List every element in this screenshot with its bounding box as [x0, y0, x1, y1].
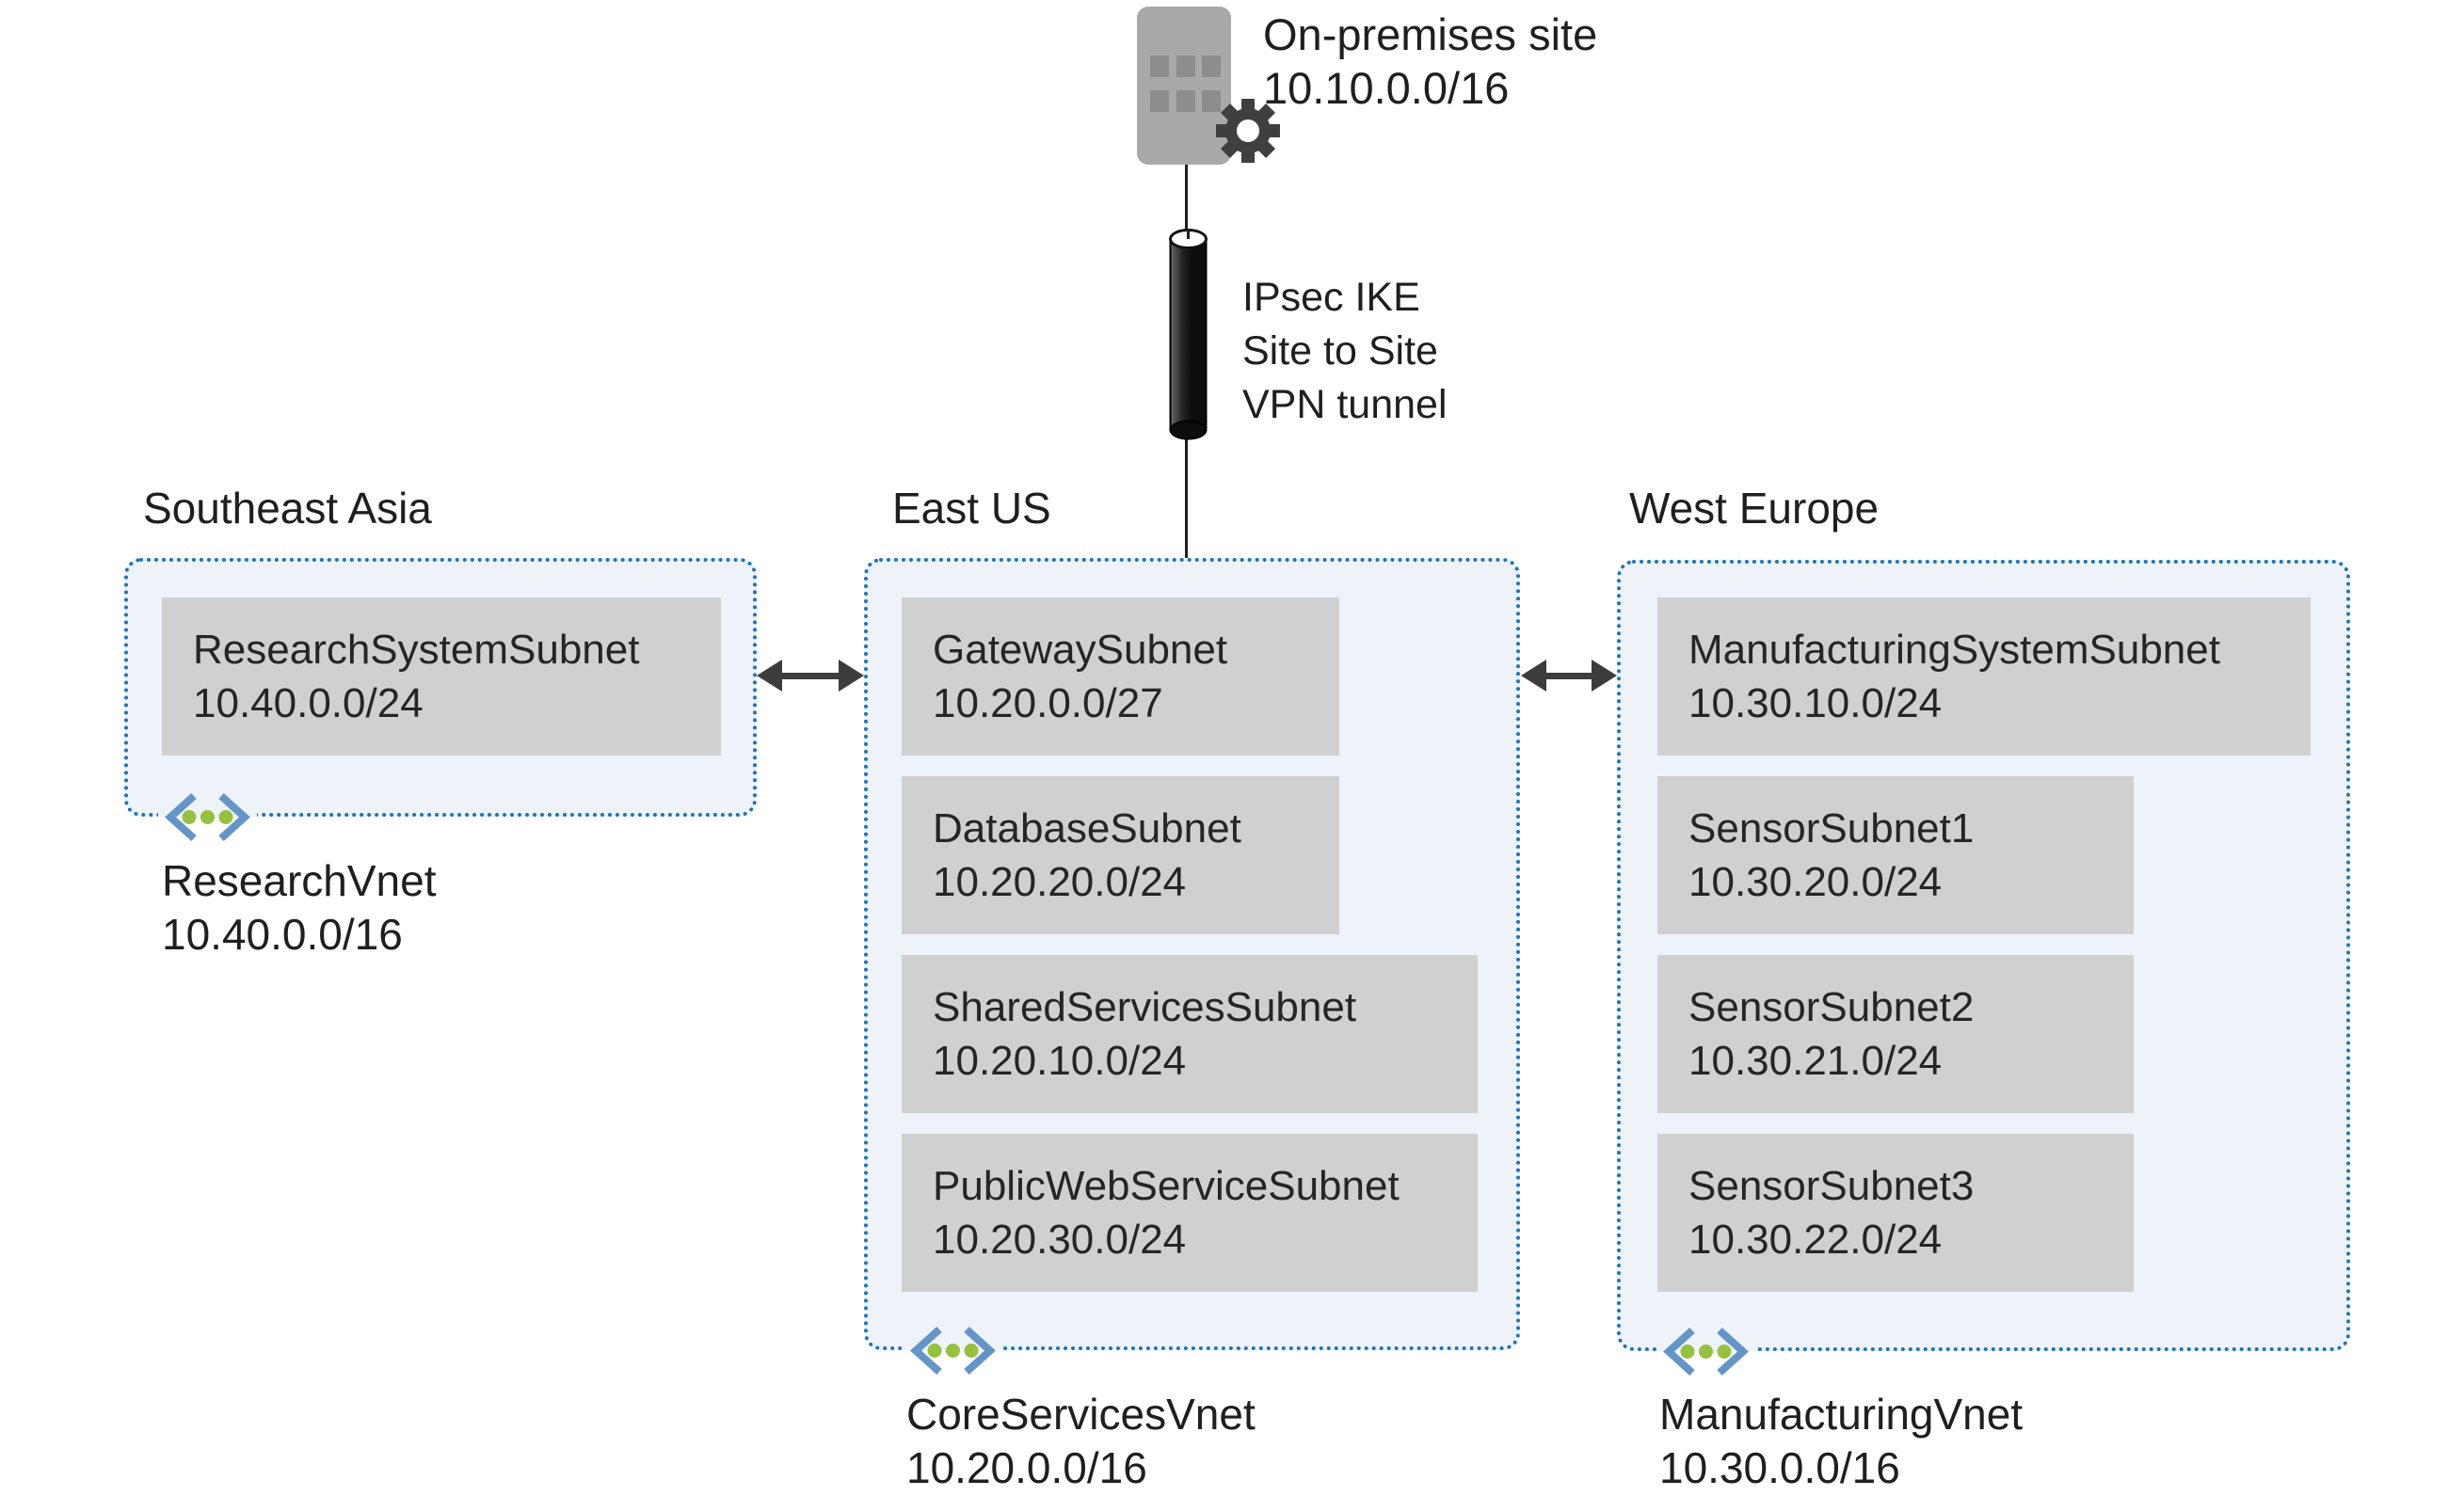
vnet-icon-core-services [904, 1326, 1002, 1376]
region-label-west-europe: West Europe [1629, 484, 1880, 533]
subnet-cidr: 10.30.10.0/24 [1688, 680, 1943, 726]
region-label-southeast-asia: Southeast Asia [143, 484, 432, 533]
on-premises-cidr: 10.10.0.0/16 [1263, 63, 1510, 113]
peering-arrow-sea-eastus [757, 660, 864, 692]
subnet-cidr: 10.30.21.0/24 [1688, 1038, 1943, 1084]
peering-arrow-eastus-westeurope [1521, 660, 1617, 692]
subnet-cidr: 10.20.10.0/24 [933, 1038, 1187, 1084]
tunnel-line-1: IPsec IKE [1242, 275, 1420, 320]
vnet-name: ResearchVnet [162, 856, 437, 905]
on-premises-caption: On-premises site 10.10.0.0/16 [1263, 8, 1597, 115]
subnet-manufacturing-system: ManufacturingSystemSubnet 10.30.10.0/24 [1657, 597, 2311, 756]
vpn-tunnel-caption: IPsec IKE Site to Site VPN tunnel [1242, 271, 1448, 432]
subnet-name: ResearchSystemSubnet [193, 627, 640, 673]
vnet-caption-core-services: CoreServicesVnet 10.20.0.0/16 [906, 1388, 1256, 1495]
subnet-research-system: ResearchSystemSubnet 10.40.0.0/24 [162, 597, 721, 756]
subnet-name: PublicWebServiceSubnet [933, 1163, 1400, 1209]
subnet-cidr: 10.40.0.0/24 [193, 680, 424, 726]
connector-line-top [1185, 165, 1188, 238]
subnet-database: DatabaseSubnet 10.20.20.0/24 [902, 776, 1339, 934]
subnet-sensor-1: SensorSubnet1 10.30.20.0/24 [1657, 776, 2134, 934]
tunnel-line-2: Site to Site [1242, 328, 1438, 374]
connector-line-bottom [1185, 435, 1188, 558]
region-label-east-us: East US [892, 484, 1051, 533]
vnet-caption-manufacturing: ManufacturingVnet 10.30.0.0/16 [1659, 1388, 2023, 1495]
subnet-gateway: GatewaySubnet 10.20.0.0/27 [902, 597, 1339, 756]
subnet-cidr: 10.20.0.0/27 [933, 680, 1163, 726]
gear-icon [1216, 99, 1280, 163]
vnet-icon-manufacturing [1656, 1327, 1755, 1377]
vnet-icon-research [158, 792, 257, 842]
subnet-name: GatewaySubnet [933, 627, 1228, 673]
vnet-name: CoreServicesVnet [906, 1390, 1256, 1439]
subnet-public-web-service: PublicWebServiceSubnet 10.20.30.0/24 [902, 1134, 1478, 1292]
subnet-cidr: 10.30.22.0/24 [1688, 1217, 1943, 1263]
subnet-name: SharedServicesSubnet [933, 984, 1357, 1030]
subnet-shared-services: SharedServicesSubnet 10.20.10.0/24 [902, 955, 1478, 1113]
vnet-cidr: 10.30.0.0/16 [1659, 1443, 1900, 1492]
subnet-name: DatabaseSubnet [933, 805, 1241, 851]
vnet-caption-research: ResearchVnet 10.40.0.0/16 [162, 854, 437, 962]
subnet-cidr: 10.20.20.0/24 [933, 859, 1187, 905]
on-premises-name: On-premises site [1263, 9, 1598, 59]
vnet-cidr: 10.40.0.0/16 [162, 910, 403, 959]
tunnel-line-3: VPN tunnel [1242, 382, 1448, 427]
subnet-name: SensorSubnet1 [1688, 805, 1975, 851]
subnet-cidr: 10.30.20.0/24 [1688, 859, 1943, 905]
subnet-sensor-3: SensorSubnet3 10.30.22.0/24 [1657, 1134, 2134, 1292]
subnet-name: SensorSubnet2 [1688, 984, 1975, 1030]
subnet-name: ManufacturingSystemSubnet [1688, 627, 2220, 673]
subnet-name: SensorSubnet3 [1688, 1163, 1975, 1209]
vnet-cidr: 10.20.0.0/16 [906, 1443, 1147, 1492]
subnet-cidr: 10.20.30.0/24 [933, 1217, 1187, 1263]
subnet-sensor-2: SensorSubnet2 10.30.21.0/24 [1657, 955, 2134, 1113]
vnet-name: ManufacturingVnet [1659, 1390, 2024, 1439]
on-premises-building-icon [1137, 7, 1231, 165]
vpn-tunnel-icon [1169, 229, 1208, 440]
